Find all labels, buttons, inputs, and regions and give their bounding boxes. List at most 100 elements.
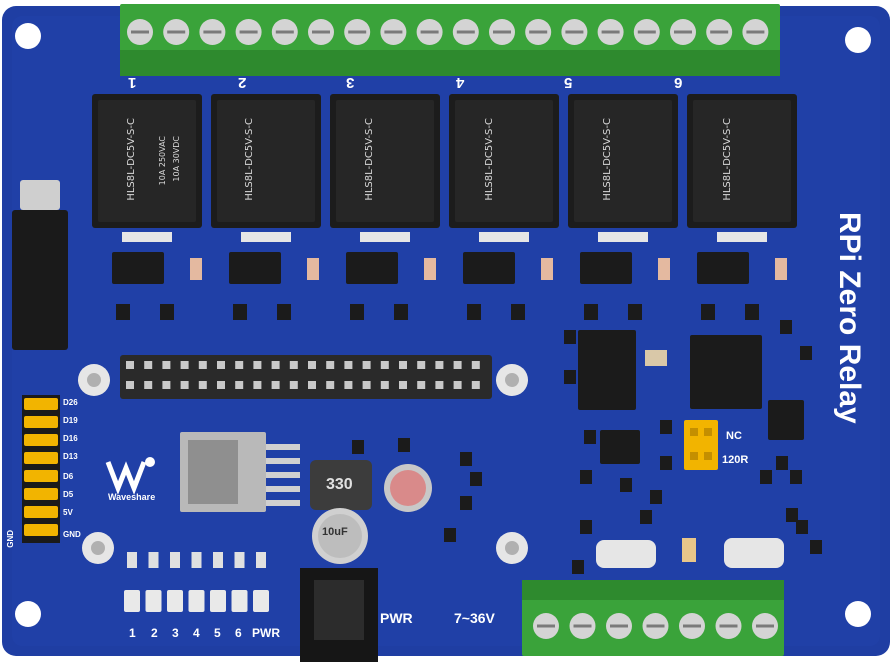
transistor bbox=[116, 304, 130, 320]
smd-component bbox=[564, 370, 576, 384]
led-label-1: 1 bbox=[129, 626, 136, 640]
smd-component bbox=[660, 420, 672, 434]
smd-component bbox=[444, 528, 456, 542]
smd-component bbox=[660, 456, 672, 470]
led-icon bbox=[231, 590, 248, 612]
led-label-5: 5 bbox=[214, 626, 221, 640]
jumper-label-nc: NC bbox=[726, 430, 742, 442]
led-label-4: 4 bbox=[193, 626, 200, 640]
led-icon bbox=[145, 590, 162, 612]
smd-component bbox=[572, 560, 584, 574]
smd-component bbox=[780, 320, 792, 334]
relay-number-5: 5 bbox=[564, 74, 573, 91]
status-leds bbox=[124, 552, 269, 612]
smd-resistor bbox=[658, 258, 670, 280]
transistor bbox=[467, 304, 481, 320]
smd-resistor bbox=[234, 552, 245, 568]
relay-5-marking: HLS8L-DC5V-S-C bbox=[602, 118, 613, 201]
relay-row bbox=[92, 94, 797, 242]
gpio-label-d6: D6 bbox=[63, 472, 74, 481]
bottom-terminal-block bbox=[522, 580, 784, 656]
led-icon bbox=[210, 590, 226, 612]
transistor bbox=[350, 304, 364, 320]
transistor bbox=[628, 304, 642, 320]
smd-component bbox=[580, 520, 592, 534]
mount-hole-br bbox=[845, 601, 871, 627]
smd-component bbox=[650, 490, 662, 504]
mount-hole-bl bbox=[15, 601, 41, 627]
side-connector bbox=[12, 210, 68, 350]
transistor bbox=[160, 304, 174, 320]
gpio-label-d16: D16 bbox=[63, 434, 78, 443]
diode bbox=[682, 538, 696, 562]
termination-jumper bbox=[684, 420, 718, 470]
relay-number-6: 6 bbox=[674, 74, 683, 91]
smd-component bbox=[584, 430, 596, 444]
jumper-cap bbox=[24, 488, 58, 500]
smd-resistor bbox=[541, 258, 553, 280]
smd-resistor bbox=[170, 552, 180, 568]
optocoupler-row bbox=[112, 252, 787, 320]
smd-component bbox=[460, 496, 472, 510]
gpio-label-d13: D13 bbox=[63, 452, 78, 461]
optocoupler bbox=[580, 252, 632, 284]
smd-resistor bbox=[148, 552, 159, 568]
optocoupler bbox=[463, 252, 515, 284]
smd-resistor bbox=[127, 552, 137, 568]
gpio-label-d5: D5 bbox=[63, 490, 74, 499]
fuse-2 bbox=[724, 538, 784, 568]
ic-chip-3 bbox=[768, 400, 804, 440]
smd-resistor bbox=[424, 258, 436, 280]
fuse-1 bbox=[596, 540, 656, 568]
jumper-cap bbox=[24, 470, 58, 482]
voltage-regulator bbox=[180, 432, 300, 512]
gpio-label-d19: D19 bbox=[63, 416, 78, 425]
led-icon bbox=[253, 590, 269, 612]
relay-number-4: 4 bbox=[456, 74, 465, 91]
pwr-jack-label: PWR bbox=[380, 610, 413, 626]
transistor bbox=[394, 304, 408, 320]
smd-component bbox=[398, 438, 410, 452]
smd-component bbox=[564, 330, 576, 344]
optocoupler bbox=[229, 252, 281, 284]
top-terminal-block bbox=[120, 4, 780, 76]
led-icon bbox=[167, 590, 183, 612]
led-label-2: 2 bbox=[151, 626, 158, 640]
ic-chip-4 bbox=[600, 430, 640, 464]
transistor bbox=[584, 304, 598, 320]
mount-hole-tr bbox=[845, 27, 871, 53]
jumper-cap bbox=[24, 506, 58, 518]
transistor bbox=[511, 304, 525, 320]
relay-2-marking: HLS8L-DC5V-S-C bbox=[244, 118, 255, 201]
ic-chip-2 bbox=[690, 335, 762, 409]
relay-number-1: 1 bbox=[128, 74, 137, 91]
transistor bbox=[701, 304, 715, 320]
relay-6-marking: HLS8L-DC5V-S-C bbox=[722, 118, 733, 201]
smd-resistor bbox=[213, 552, 223, 568]
led-icon bbox=[188, 590, 205, 612]
led-label-pwr: PWR bbox=[252, 626, 280, 640]
jumper-cap bbox=[24, 524, 58, 536]
relay-1-rating-ac: 10A 250VAC bbox=[158, 136, 167, 186]
voltage-label: 7~36V bbox=[454, 610, 495, 626]
transistor bbox=[233, 304, 247, 320]
jumper-cap bbox=[24, 434, 58, 446]
jumper-cap bbox=[24, 398, 58, 410]
smd-component bbox=[796, 520, 808, 534]
smd-component bbox=[810, 540, 822, 554]
relay-1-rating-dc: 10A 30VDC bbox=[172, 136, 181, 182]
smd-resistor bbox=[191, 552, 202, 568]
crystal bbox=[645, 350, 667, 366]
smd-component bbox=[640, 510, 652, 524]
smd-resistor bbox=[307, 258, 319, 280]
smd-component bbox=[776, 456, 788, 470]
relay-number-2: 2 bbox=[238, 74, 247, 91]
gnd-label-left: GND bbox=[6, 530, 15, 548]
led-icon bbox=[124, 590, 140, 612]
smd-component bbox=[790, 470, 802, 484]
ic-chip-1 bbox=[578, 330, 636, 410]
led-label-3: 3 bbox=[172, 626, 179, 640]
smd-component bbox=[760, 470, 772, 484]
